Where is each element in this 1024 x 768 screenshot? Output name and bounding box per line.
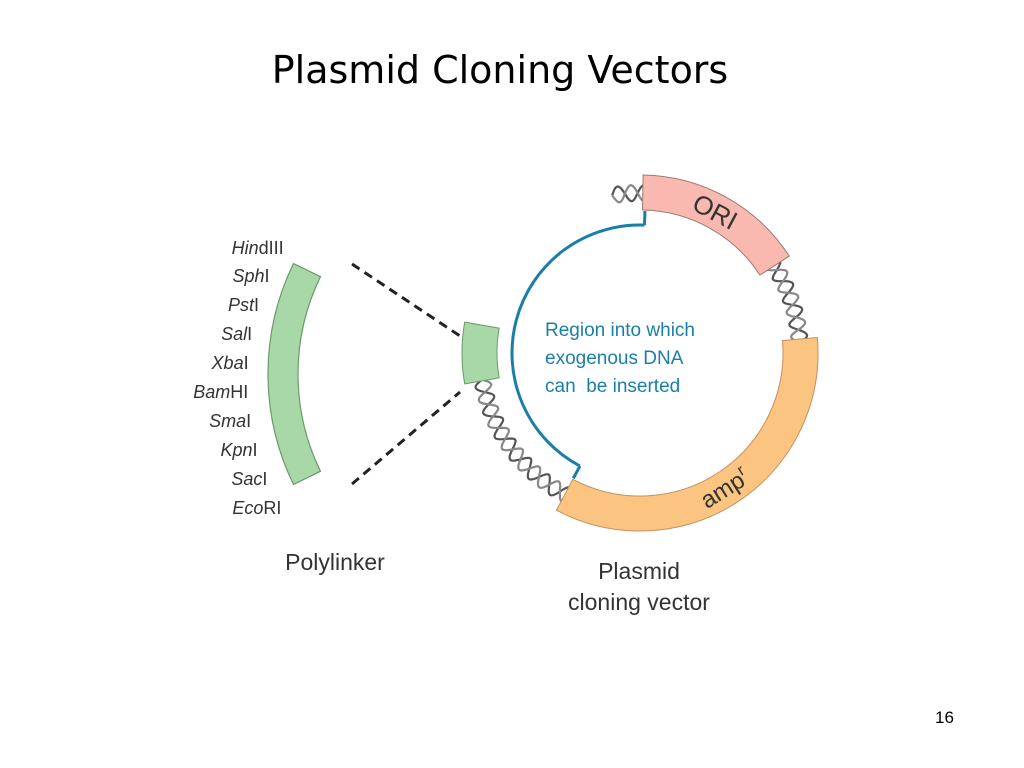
restriction-site-plain: I: [244, 353, 249, 373]
restriction-site-label: SphI: [232, 266, 269, 286]
restriction-site-plain: I: [264, 266, 269, 286]
region-text-line-3: can be inserted: [545, 376, 680, 397]
restriction-site-italic: Xba: [211, 353, 244, 373]
restriction-site-label: SalI: [221, 324, 252, 344]
restriction-site-italic: Eco: [232, 498, 263, 518]
restriction-site-label: XbaI: [211, 353, 249, 373]
restriction-site-italic: Sma: [209, 411, 246, 431]
restriction-site-italic: Bam: [193, 382, 230, 402]
restriction-site-label: HindIII: [232, 238, 284, 258]
ampr-segment: [555, 336, 819, 532]
polylinker-label: Polylinker: [285, 549, 385, 575]
restriction-sites: HindIIISphIPstISalIXbaIBamHISmaIKpnISacI…: [193, 238, 283, 518]
restriction-site-italic: Sac: [231, 469, 262, 489]
insertion-region-tick-bottom: [572, 465, 582, 480]
restriction-site-label: EcoRI: [232, 498, 281, 518]
restriction-site-label: SacI: [231, 469, 267, 489]
ori-segment: [641, 174, 790, 276]
connector-line-top: [351, 262, 461, 338]
page-number: 16: [935, 708, 954, 727]
restriction-site-plain: I: [262, 469, 267, 489]
restriction-site-label: PstI: [228, 295, 259, 315]
plasmid-polylinker-segment: [461, 321, 500, 385]
polylinker-arc: [267, 262, 322, 486]
restriction-site-label: KpnI: [220, 440, 257, 460]
restriction-site-plain: I: [246, 411, 251, 431]
restriction-site-plain: I: [247, 324, 252, 344]
restriction-site-plain: RI: [263, 498, 281, 518]
slide-title: Plasmid Cloning Vectors: [271, 48, 729, 92]
restriction-site-italic: Sal: [221, 324, 248, 344]
restriction-site-italic: Hin: [232, 238, 259, 258]
region-text-line-1: Region into which: [545, 320, 695, 341]
insertion-region-bracket: [510, 223, 645, 468]
connector-line-bottom: [351, 390, 461, 486]
region-text-line-2: exogenous DNA: [545, 348, 684, 369]
plasmid-label-line-1: Plasmid: [598, 558, 680, 584]
restriction-site-plain: I: [254, 295, 259, 315]
restriction-site-italic: Sph: [232, 266, 264, 286]
restriction-site-plain: I: [252, 440, 257, 460]
restriction-site-label: BamHI: [193, 382, 248, 402]
restriction-site-plain: HI: [230, 382, 248, 402]
plasmid-label-line-2: cloning vector: [568, 589, 710, 615]
restriction-site-label: SmaI: [209, 411, 251, 431]
restriction-site-italic: Kpn: [220, 440, 252, 460]
restriction-site-italic: Pst: [228, 295, 255, 315]
restriction-site-plain: dIII: [259, 238, 284, 258]
